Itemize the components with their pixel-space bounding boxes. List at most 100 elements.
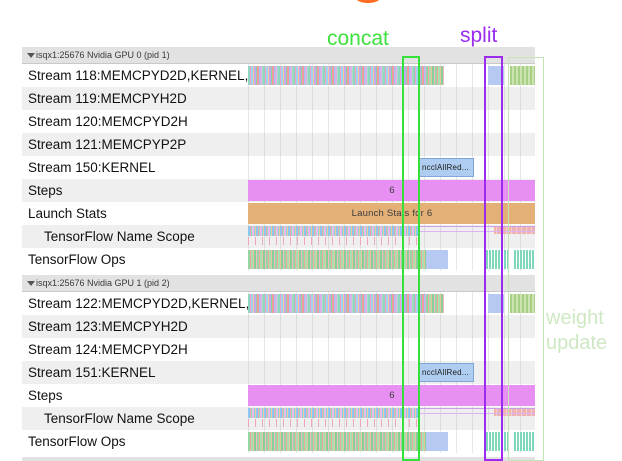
name-scope-bar[interactable] <box>494 227 535 234</box>
name-scope-subbar[interactable] <box>248 237 418 245</box>
timeline-row-label[interactable]: TensorFlow Name Scope <box>44 229 195 244</box>
stream-activity-bar[interactable] <box>426 294 444 313</box>
annotation-concat: concat <box>327 27 389 50</box>
tf-ops-bar[interactable] <box>514 250 535 269</box>
stream-activity-bar[interactable] <box>248 66 426 85</box>
group-header-gpu-1[interactable]: isqx1:25676 Nvidia GPU 1 (pid 2) <box>22 275 535 292</box>
timeline-row[interactable]: TensorFlow Ops <box>22 248 535 271</box>
name-scope-bar[interactable] <box>494 409 535 416</box>
timeline-row[interactable]: Stream 151:KERNEL ncclAllRed... <box>22 361 535 384</box>
highlight-box-concat <box>402 56 420 461</box>
nccl-allreduce-bar[interactable]: ncclAllRed... <box>418 158 474 177</box>
stream-activity-bar[interactable] <box>488 66 504 85</box>
launch-stats-bar[interactable]: Launch Stats for 6 <box>248 203 535 224</box>
steps-bar-label: 6 <box>389 390 395 401</box>
timeline-row-label[interactable]: Stream 150:KERNEL <box>28 160 156 175</box>
timeline-row-label[interactable]: Stream 151:KERNEL <box>28 365 156 380</box>
name-scope-subbar[interactable] <box>248 419 418 427</box>
timeline-row[interactable]: Stream 122:MEMCPYD2D,KERNEL,MI <box>22 292 535 315</box>
name-scope-line2[interactable] <box>418 413 535 414</box>
time-gridlines <box>248 338 535 361</box>
annotation-weight-update: weight update <box>546 306 607 356</box>
timeline-row[interactable]: Steps 6 <box>22 179 535 202</box>
annotation-split: split <box>460 24 498 47</box>
row-track[interactable] <box>248 407 535 430</box>
name-scope-bar[interactable] <box>248 226 418 236</box>
row-track[interactable] <box>248 133 535 156</box>
row-track[interactable] <box>248 292 535 315</box>
name-scope-line[interactable] <box>418 226 535 227</box>
timeline-row-label[interactable]: TensorFlow Ops <box>28 252 126 267</box>
steps-bar[interactable]: 6 <box>248 180 535 201</box>
timeline-row[interactable]: TensorFlow Ops <box>22 430 535 453</box>
timeline-row[interactable]: Stream 124:MEMCPYD2H <box>22 338 535 361</box>
time-gridlines <box>248 87 535 110</box>
stream-activity-bar[interactable] <box>510 294 535 313</box>
timeline-row-label[interactable]: Stream 123:MEMCPYH2D <box>28 319 188 334</box>
caret-down-icon[interactable] <box>27 281 35 286</box>
tf-ops-bar[interactable] <box>486 432 510 451</box>
row-track[interactable] <box>248 248 535 271</box>
tf-ops-bar[interactable] <box>514 432 535 451</box>
stream-activity-bar[interactable] <box>488 294 504 313</box>
row-track[interactable]: ncclAllRed... <box>248 156 535 179</box>
row-track[interactable] <box>248 87 535 110</box>
row-track[interactable] <box>248 315 535 338</box>
timeline-row-label[interactable]: TensorFlow Ops <box>28 434 126 449</box>
timeline-row-label[interactable]: Stream 119:MEMCPYH2D <box>28 91 187 106</box>
timeline-row[interactable]: Stream 120:MEMCPYD2H <box>22 110 535 133</box>
tf-ops-bar[interactable] <box>426 432 448 451</box>
launch-stats-bar-label: Launch Stats for 6 <box>351 208 433 219</box>
timeline-row[interactable]: TensorFlow Name Scope <box>22 407 535 430</box>
row-track[interactable]: 6 <box>248 179 535 202</box>
name-scope-bar[interactable] <box>248 408 418 418</box>
group-header-label: isqx1:25676 Nvidia GPU 1 (pid 2) <box>36 278 170 288</box>
timeline-row[interactable]: Steps 6 <box>22 384 535 407</box>
tf-ops-bar[interactable] <box>248 250 426 269</box>
steps-bar[interactable]: 6 <box>248 385 535 406</box>
stream-activity-bar[interactable] <box>510 66 535 85</box>
timeline-row[interactable]: Stream 118:MEMCPYD2D,KERNEL,ME <box>22 64 535 87</box>
group-header-label: isqx1:25676 Nvidia GPU 0 (pid 1) <box>36 50 170 60</box>
tf-ops-bar[interactable] <box>486 250 510 269</box>
stream-activity-bar[interactable] <box>248 294 426 313</box>
row-track[interactable] <box>248 225 535 248</box>
tf-ops-bar[interactable] <box>426 250 448 269</box>
stream-activity-bar[interactable] <box>426 66 444 85</box>
row-track[interactable]: Launch Stats for 6 <box>248 202 535 225</box>
timeline-row-label[interactable]: Stream 124:MEMCPYD2H <box>28 342 188 357</box>
timeline-row-label[interactable]: Steps <box>28 388 63 403</box>
timeline-row-label[interactable]: Stream 120:MEMCPYD2H <box>28 114 188 129</box>
name-scope-line2[interactable] <box>418 231 535 232</box>
timeline-row[interactable]: Stream 150:KERNEL ncclAllRed... <box>22 156 535 179</box>
timeline-row-label[interactable]: Stream 121:MEMCPYP2P <box>28 137 187 152</box>
row-track[interactable] <box>248 64 535 87</box>
nccl-bar-label: ncclAllRed... <box>422 163 470 172</box>
timeline-row[interactable]: Stream 123:MEMCPYH2D <box>22 315 535 338</box>
timeline-row-label[interactable]: Stream 122:MEMCPYD2D,KERNEL,MI <box>28 296 248 311</box>
caret-down-icon[interactable] <box>27 53 35 58</box>
timeline-row[interactable]: Stream 119:MEMCPYH2D <box>22 87 535 110</box>
group-header-gpu-2[interactable]: isqx1:25676 Nvidia GPU 2 (pid 3) <box>22 457 535 461</box>
annotation-weight-line2: update <box>546 332 608 354</box>
row-track[interactable]: 6 <box>248 384 535 407</box>
trace-viewer-panel[interactable]: isqx1:25676 Nvidia GPU 0 (pid 1) Stream 1… <box>22 47 535 461</box>
timeline-row-label[interactable]: TensorFlow Name Scope <box>44 411 195 426</box>
timeline-row[interactable]: Stream 121:MEMCPYP2P <box>22 133 535 156</box>
nccl-allreduce-bar[interactable]: ncclAllRed... <box>418 363 474 382</box>
timeline-row-label[interactable]: Launch Stats <box>28 206 107 221</box>
timeline-row[interactable]: Launch Stats Launch Stats for 6 <box>22 202 535 225</box>
highlight-box-split <box>484 56 503 461</box>
row-track[interactable] <box>248 430 535 453</box>
group-header-gpu-0[interactable]: isqx1:25676 Nvidia GPU 0 (pid 1) <box>22 47 535 64</box>
row-track[interactable] <box>248 338 535 361</box>
timeline-row[interactable]: TensorFlow Name Scope <box>22 225 535 248</box>
timeline-row-label[interactable]: Steps <box>28 183 63 198</box>
tf-ops-bar[interactable] <box>248 432 426 451</box>
annotation-weight-line1: weight <box>546 307 604 329</box>
timeline-row-label[interactable]: Stream 118:MEMCPYD2D,KERNEL,ME <box>28 68 248 83</box>
row-track[interactable]: ncclAllRed... <box>248 361 535 384</box>
row-track[interactable] <box>248 110 535 133</box>
name-scope-line[interactable] <box>418 408 535 409</box>
time-gridlines <box>248 315 535 338</box>
